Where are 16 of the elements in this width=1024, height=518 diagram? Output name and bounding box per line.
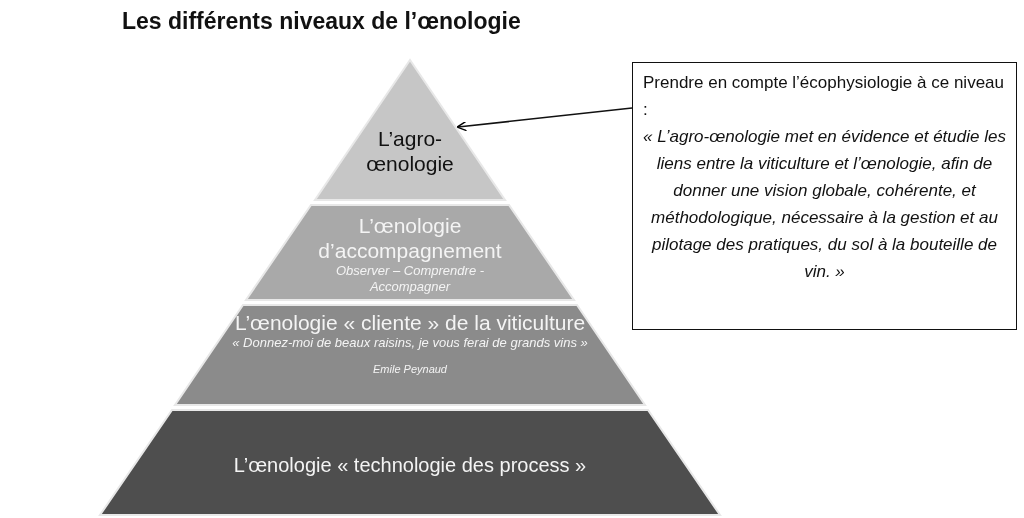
pyramid-tier: [100, 410, 720, 515]
tier-subtitle: Observer – Comprendre - Accompagner: [334, 263, 486, 295]
pyramid-tier: [315, 60, 505, 200]
callout-text: Prendre en compte l’écophysiologie à ce niveau :: [643, 72, 1005, 121]
tier-title: L’œnologie d’accompagnement: [317, 213, 503, 263]
tier-title: L’œnologie « cliente » de la viticulture: [233, 310, 587, 335]
pyramid-tier: [246, 205, 574, 300]
quote-author: Emile Peynaud: [372, 363, 448, 376]
quote-text: « Donnez-moi de beaux raisins, je vous ferai de grands vins »: [231, 335, 589, 351]
diagram-title: Les différents niveaux de l’œnologie: [122, 8, 521, 35]
quote-text: « L’agro-œnologie met en évidence et étudie les liens entre la viticulture et l’œnologie, afin de donner une vision globale, cohérente, et méthodologique, nécessaire à la gestion et au pilotage des pratiques, du sol à la bouteille de vin. »: [643, 126, 1006, 283]
pyramid-tier: [175, 305, 645, 405]
tier-title: L’œnologie « technologie des process »: [232, 453, 588, 477]
callout-box: [632, 62, 1017, 330]
arrow: [456, 107, 633, 132]
tier-title: L’agro-œnologie: [365, 126, 455, 176]
